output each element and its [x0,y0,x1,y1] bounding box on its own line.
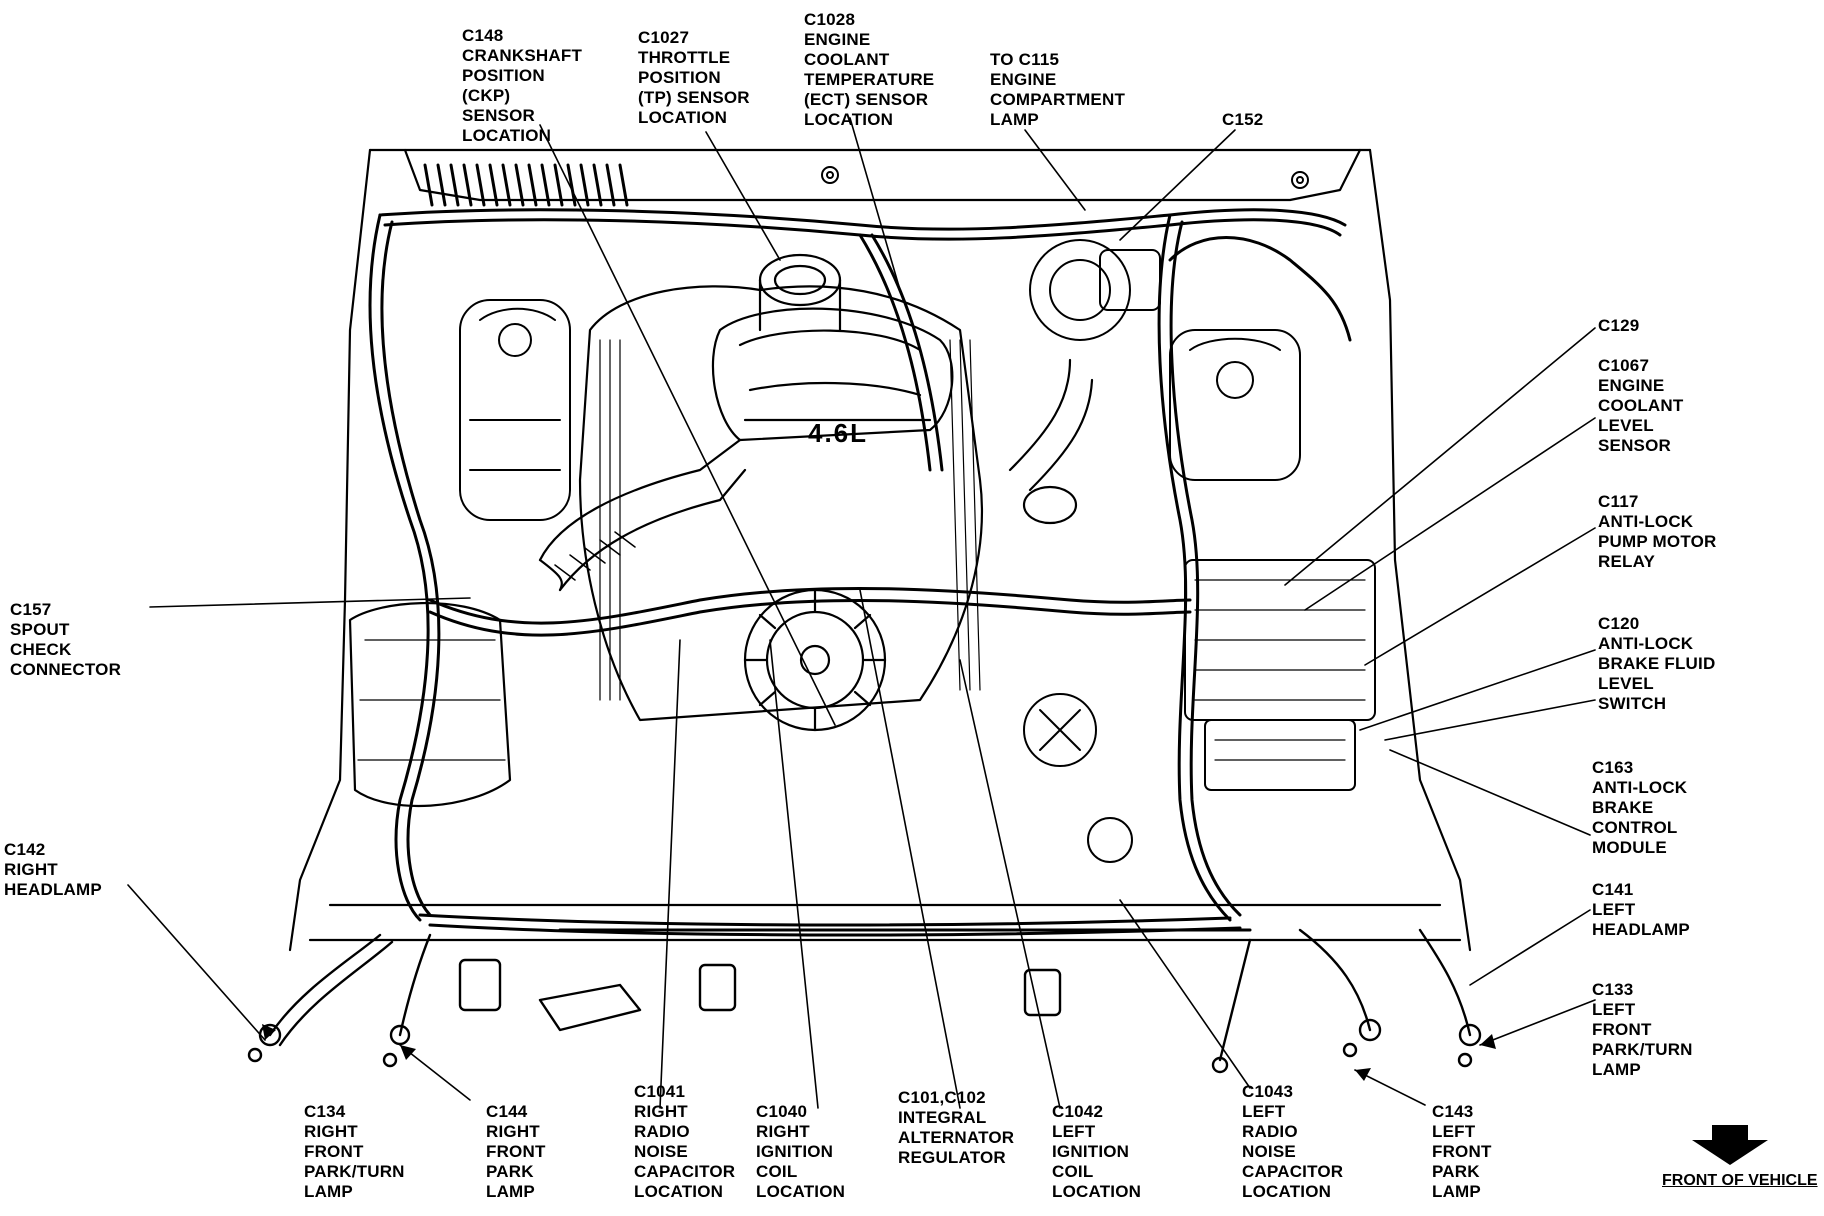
label-c1028: C1028 ENGINE COOLANT TEMPERATURE (ECT) S… [804,10,935,129]
upper-hose [1008,358,1094,525]
front-arrow [1692,1125,1768,1165]
coolant-reservoir [1169,329,1301,481]
front-lamp-connectors [247,928,1482,1074]
leader-lines [127,117,1596,1109]
label-c115: TO C115 ENGINE COMPARTMENT LAMP [990,50,1126,129]
label-c144: C144 RIGHT FRONT PARK LAMP [486,1102,546,1201]
main-wiring-harness [368,208,1352,937]
left-reservoir [459,299,571,521]
label-c143: C143 LEFT FRONT PARK LAMP [1432,1102,1492,1201]
air-intake-duct [538,438,747,592]
engine-size-badge: 4.6L [808,418,869,448]
alternator [743,588,887,732]
label-c133: C133 LEFT FRONT PARK/TURN LAMP [1592,980,1693,1079]
brake-booster [1029,239,1161,341]
label-c101: C101,C102 INTEGRAL ALTERNATOR REGULATOR [898,1088,1015,1167]
label-c157: C157 SPOUT CHECK CONNECTOR [10,600,122,679]
air-cleaner [348,601,512,808]
label-c129: C129 [1598,316,1640,335]
compartment-outline [288,148,1472,952]
label-c1043: C1043 LEFT RADIO NOISE CAPACITOR LOCATIO… [1242,1082,1344,1201]
label-c141: C141 LEFT HEADLAMP [1592,880,1690,939]
label-c152: C152 [1222,110,1264,129]
label-c163: C163 ANTI-LOCK BRAKE CONTROL MODULE [1592,758,1688,857]
abs-module [1184,559,1376,791]
label-c120: C120 ANTI-LOCK BRAKE FLUID LEVEL SWITCH [1598,614,1716,713]
cowl-grille [423,163,629,207]
label-c148: C148 CRANKSHAFT POSITION (CKP) SENSOR LO… [462,26,583,145]
label-c1042: C1042 LEFT IGNITION COIL LOCATION [1052,1102,1142,1201]
label-c134: C134 RIGHT FRONT PARK/TURN LAMP [304,1102,405,1201]
label-c1027: C1027 THROTTLE POSITION (TP) SENSOR LOCA… [638,28,750,127]
label-c1041: C1041 RIGHT RADIO NOISE CAPACITOR LOCATI… [634,1082,736,1201]
arrowheads [262,1024,1496,1081]
label-c117: C117 ANTI-LOCK PUMP MOTOR RELAY [1598,492,1717,571]
front-of-vehicle-label: FRONT OF VEHICLE [1662,1172,1818,1189]
shock-towers [821,166,1309,189]
label-c1067: C1067 ENGINE COOLANT LEVEL SENSOR [1598,356,1684,455]
label-c142: C142 RIGHT HEADLAMP [4,840,102,899]
engine-block [578,253,984,722]
label-c1040: C1040 RIGHT IGNITION COIL LOCATION [756,1102,846,1201]
radiator-cap [1023,693,1133,863]
